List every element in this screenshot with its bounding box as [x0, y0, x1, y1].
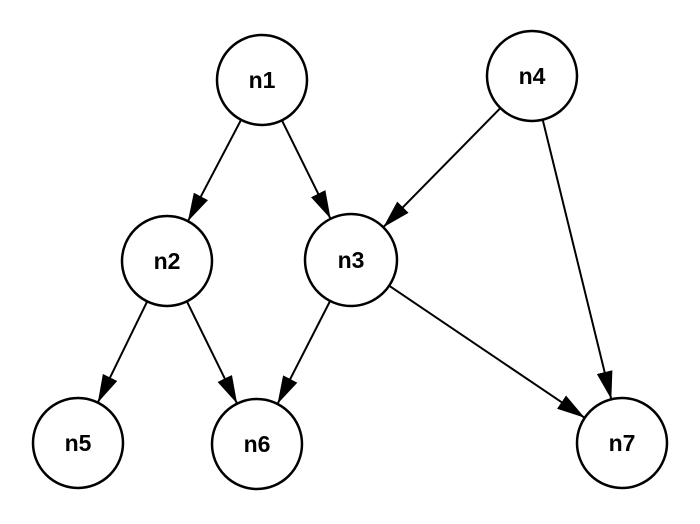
- edge-n4-n3-arrow: [382, 107, 502, 228]
- node-n5-circle: [31, 396, 125, 490]
- edge-n1-n3-arrow: [281, 119, 332, 220]
- edge-n3-n6-arrow: [276, 300, 331, 405]
- edge-n3-n7-arrow: [388, 284, 586, 419]
- node-n2: n2: [120, 214, 214, 308]
- edge-n4-n7-arrow: [541, 119, 613, 400]
- node-n3-label: n3: [338, 247, 365, 273]
- node-n7: n7: [575, 396, 669, 490]
- node-n4-circle: [485, 29, 579, 123]
- node-n5: n5: [31, 396, 125, 490]
- node-n4: n4: [485, 29, 579, 123]
- node-n2-circle: [120, 214, 214, 308]
- node-n5-label: n5: [65, 430, 92, 456]
- node-n1: n1: [215, 33, 309, 127]
- node-n1-label: n1: [249, 67, 276, 93]
- node-n3: n3: [303, 212, 399, 308]
- node-n2-label: n2: [154, 248, 181, 274]
- node-n3-circle: [303, 212, 399, 308]
- edge-n2-n5-arrow: [96, 300, 149, 404]
- edge-n2-n6-arrow: [186, 300, 238, 405]
- node-n6-circle: [210, 397, 304, 491]
- node-n6: n6: [210, 397, 304, 491]
- node-n4-label: n4: [519, 63, 546, 89]
- edge-n1-n2-arrow: [187, 119, 242, 222]
- node-n6-label: n6: [244, 431, 271, 457]
- node-n7-circle: [575, 396, 669, 490]
- node-n7-label: n7: [609, 430, 636, 456]
- node-n1-circle: [215, 33, 309, 127]
